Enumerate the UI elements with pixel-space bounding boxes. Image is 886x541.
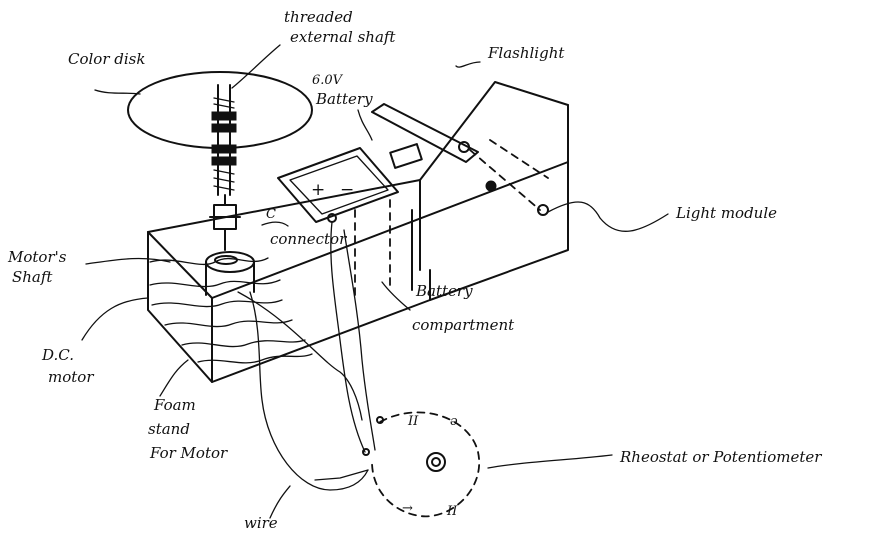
- label-motors-shaft-line1: Motor's: [7, 248, 67, 266]
- battery-compartment: [354, 199, 391, 301]
- leader-lines: [81, 44, 669, 519]
- dial-mark-arrow: →: [402, 501, 413, 516]
- label-c: C: [266, 207, 276, 222]
- main-box: [147, 81, 569, 383]
- battery-minus-terminal: −: [340, 180, 354, 200]
- rheostat: II II ə →: [362, 411, 481, 519]
- wires: [237, 221, 376, 491]
- label-wire: wire: [244, 514, 278, 532]
- label-dc-motor-line2: motor: [48, 368, 94, 386]
- dial-mark-bottom: II: [446, 504, 458, 519]
- foam-stand: [149, 257, 313, 364]
- label-foam-line3: For Motor: [149, 444, 228, 462]
- color-disk: [127, 71, 313, 149]
- battery-plus-terminal: +: [311, 180, 325, 200]
- label-battery: Battery: [315, 90, 373, 108]
- label-flashlight: Flashlight: [487, 44, 565, 62]
- dial-mark-d: ə: [450, 414, 458, 429]
- label-threaded-line1: threaded: [284, 8, 353, 26]
- label-color-disk: Color disk: [68, 50, 145, 68]
- label-threaded-line2: external shaft: [290, 28, 396, 46]
- label-battery-compartment-line1: Battery: [415, 282, 473, 300]
- label-connector: connector: [270, 230, 347, 248]
- label-battery-voltage: 6.0V: [312, 73, 344, 88]
- battery: + −: [277, 147, 399, 223]
- connector: [209, 194, 241, 251]
- label-light-module: Light module: [675, 204, 777, 222]
- text-labels: Color disk threaded external shaft Flash…: [7, 8, 822, 532]
- label-motors-shaft-line2: Shaft: [12, 268, 53, 286]
- label-foam-line1: Foam: [153, 396, 196, 414]
- label-rheostat: Rheostat or Potentiometer: [619, 448, 822, 466]
- threaded-shaft: [211, 84, 237, 196]
- flashlight: [371, 103, 549, 216]
- label-dc-motor-line1: D.C.: [41, 346, 74, 364]
- label-battery-compartment-line2: compartment: [412, 316, 515, 334]
- dial-mark-top: II: [407, 414, 419, 429]
- label-foam-line2: stand: [148, 420, 190, 438]
